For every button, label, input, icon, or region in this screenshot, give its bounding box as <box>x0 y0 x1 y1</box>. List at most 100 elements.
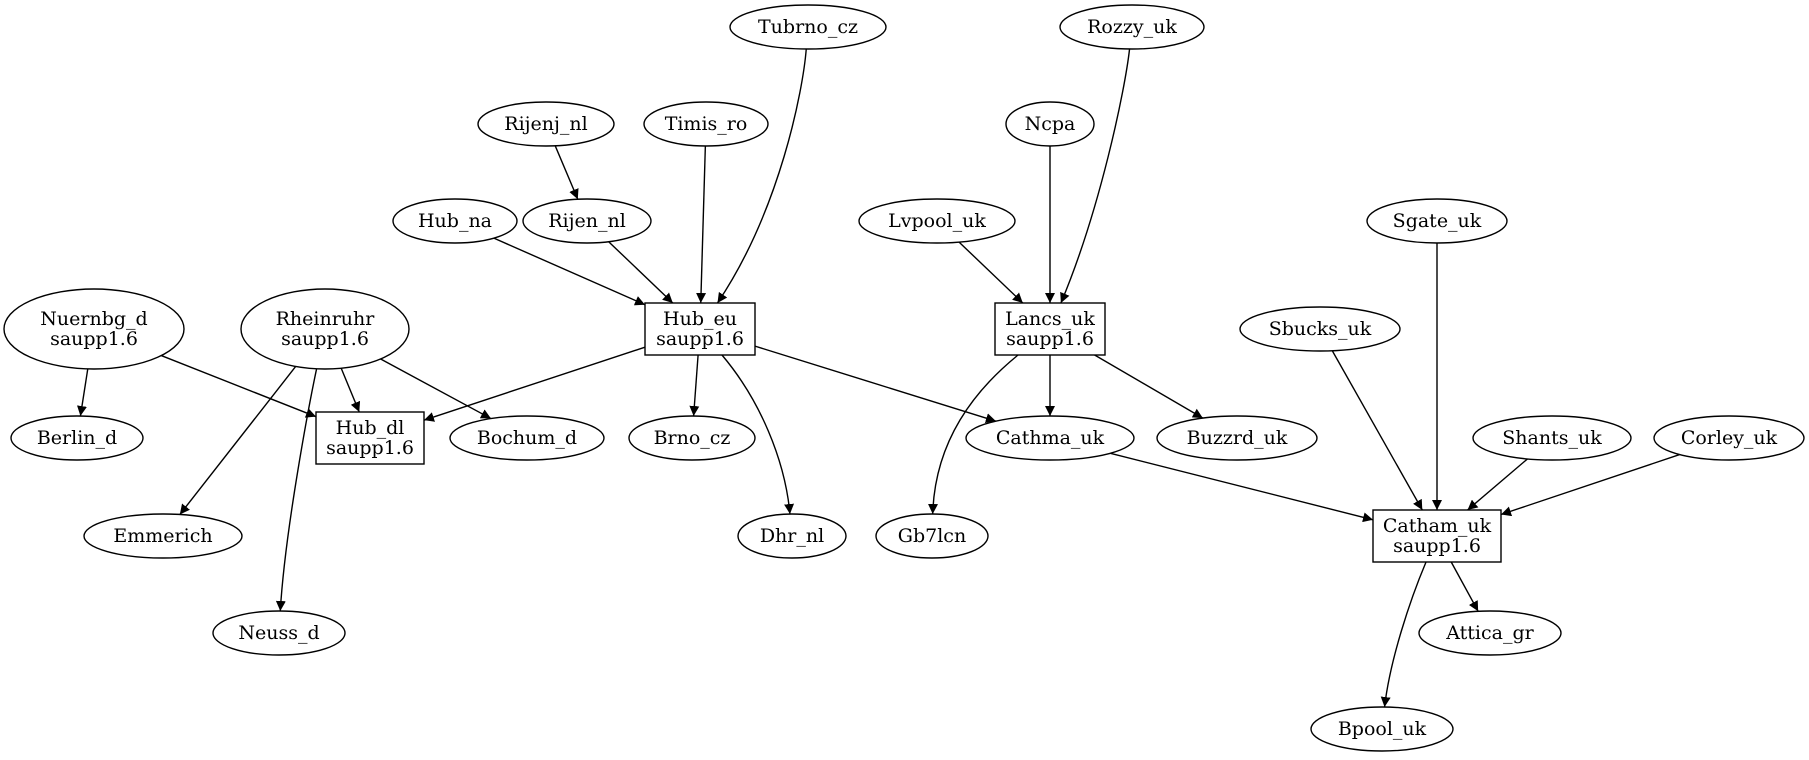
node-ellipse <box>1310 706 1454 752</box>
node-label: Hub_na <box>418 210 492 232</box>
node-ellipse <box>10 415 144 461</box>
node-label: Brno_cz <box>654 427 731 449</box>
node-label: Bochum_d <box>477 427 577 449</box>
node-label: Gb7lcn <box>898 525 966 547</box>
node-ellipse <box>965 415 1135 461</box>
node-label: Lvpool_uk <box>888 210 986 232</box>
edge-hubeu-to-hubdl <box>423 346 646 422</box>
node-label: Ncpa <box>1025 113 1076 135</box>
node-label: Timis_ro <box>665 113 748 135</box>
node-label: Hub_dl <box>336 417 405 439</box>
node-ellipse <box>1059 4 1205 50</box>
node-rijen: Rijen_nl <box>522 198 652 244</box>
node-ellipse <box>1005 101 1095 147</box>
node-rijenj: Rijenj_nl <box>477 101 615 147</box>
edge-lancs-to-gb7lcn <box>928 354 1019 515</box>
node-ellipse <box>628 415 756 461</box>
node-emmerich: Emmerich <box>83 513 243 559</box>
node-sgate: Sgate_uk <box>1366 198 1508 244</box>
node-label: Rozzy_uk <box>1087 16 1177 38</box>
node-ellipse <box>1156 415 1318 461</box>
node-label: Neuss_d <box>238 622 319 644</box>
edge-shants-to-catham <box>1467 458 1528 511</box>
node-tubrno: Tubrno_cz <box>729 4 887 50</box>
node-ellipse <box>449 415 605 461</box>
edge-hubeu-to-brno <box>689 354 700 417</box>
node-label: Lancs_uk <box>1005 308 1095 330</box>
node-label: Buzzrd_uk <box>1187 427 1288 449</box>
edge-cathma-to-catham <box>1110 452 1374 523</box>
node-hubna: Hub_na <box>392 198 518 244</box>
node-ellipse <box>1472 415 1632 461</box>
node-rozzy: Rozzy_uk <box>1059 4 1205 50</box>
node-label: Dhr_nl <box>760 525 824 547</box>
edge-catham-to-bpool <box>1380 561 1427 708</box>
node-ellipse <box>83 513 243 559</box>
node-attica: Attica_gr <box>1418 610 1562 656</box>
node-label: Emmerich <box>113 525 212 547</box>
node-label: saupp1.6 <box>50 328 138 350</box>
edge-lancs-to-buzzrd <box>1094 354 1204 419</box>
node-label: Corley_uk <box>1681 427 1778 449</box>
edge-nuernbg-to-berlin <box>77 368 89 417</box>
edge-catham-to-attica <box>1450 561 1479 612</box>
node-timis: Timis_ro <box>643 101 769 147</box>
node-label: Tubrno_cz <box>758 16 858 38</box>
edge-rheinruhr-to-emmerich <box>179 366 297 515</box>
node-label: Nuernbg_d <box>40 308 147 330</box>
node-ellipse <box>729 4 887 50</box>
node-label: Catham_uk <box>1383 515 1492 537</box>
node-box <box>315 411 425 465</box>
node-sbucks: Sbucks_uk <box>1239 306 1401 352</box>
node-box <box>994 302 1106 356</box>
node-label: Bpool_uk <box>1338 718 1427 740</box>
node-lvpool: Lvpool_uk <box>858 198 1016 244</box>
node-ellipse <box>477 101 615 147</box>
node-label: saupp1.6 <box>656 328 744 350</box>
edge-hubeu-to-dhr <box>721 354 795 515</box>
edge-corley-to-catham <box>1500 453 1680 517</box>
node-label: saupp1.6 <box>326 437 414 459</box>
node-label: Hub_eu <box>663 308 737 330</box>
node-shants: Shants_uk <box>1472 415 1632 461</box>
node-bochum: Bochum_d <box>449 415 605 461</box>
node-label: saupp1.6 <box>1393 535 1481 557</box>
edge-sbucks-to-catham <box>1331 350 1423 511</box>
node-label: Sgate_uk <box>1393 210 1482 232</box>
node-bpool: Bpool_uk <box>1310 706 1454 752</box>
node-label: Shants_uk <box>1502 427 1602 449</box>
node-neuss: Neuss_d <box>212 610 346 656</box>
node-box <box>644 302 756 356</box>
node-ellipse <box>212 610 346 656</box>
node-ellipse <box>240 288 410 370</box>
edge-rijen-to-hubeu <box>608 241 674 304</box>
node-ellipse <box>875 513 989 559</box>
node-label: saupp1.6 <box>1006 328 1094 350</box>
edge-rheinruhr-to-hubdl <box>340 367 361 413</box>
edge-tubrno-to-hubeu <box>716 48 807 304</box>
edge-rozzy-to-lancs <box>1060 48 1131 304</box>
edge-rheinruhr-to-neuss <box>275 368 318 612</box>
node-dhr: Dhr_nl <box>737 513 847 559</box>
node-cathma: Cathma_uk <box>965 415 1135 461</box>
edge-hubeu-to-cathma <box>754 345 997 423</box>
node-label: Attica_gr <box>1445 622 1534 644</box>
node-label: Berlin_d <box>37 427 117 449</box>
node-ellipse <box>858 198 1016 244</box>
node-ellipse <box>3 288 185 370</box>
edge-nuernbg-to-hubdl <box>161 354 317 418</box>
edge-rijenj-to-rijen <box>554 145 579 200</box>
edge-lvpool-to-lancs <box>958 241 1024 304</box>
node-label: Rheinruhr <box>276 308 376 330</box>
edge-timis-to-hubeu <box>696 145 707 304</box>
node-label: Rijenj_nl <box>504 113 587 135</box>
node-buzzrd: Buzzrd_uk <box>1156 415 1318 461</box>
edge-rheinruhr-to-bochum <box>380 358 492 420</box>
node-brno: Brno_cz <box>628 415 756 461</box>
node-gb7lcn: Gb7lcn <box>875 513 989 559</box>
